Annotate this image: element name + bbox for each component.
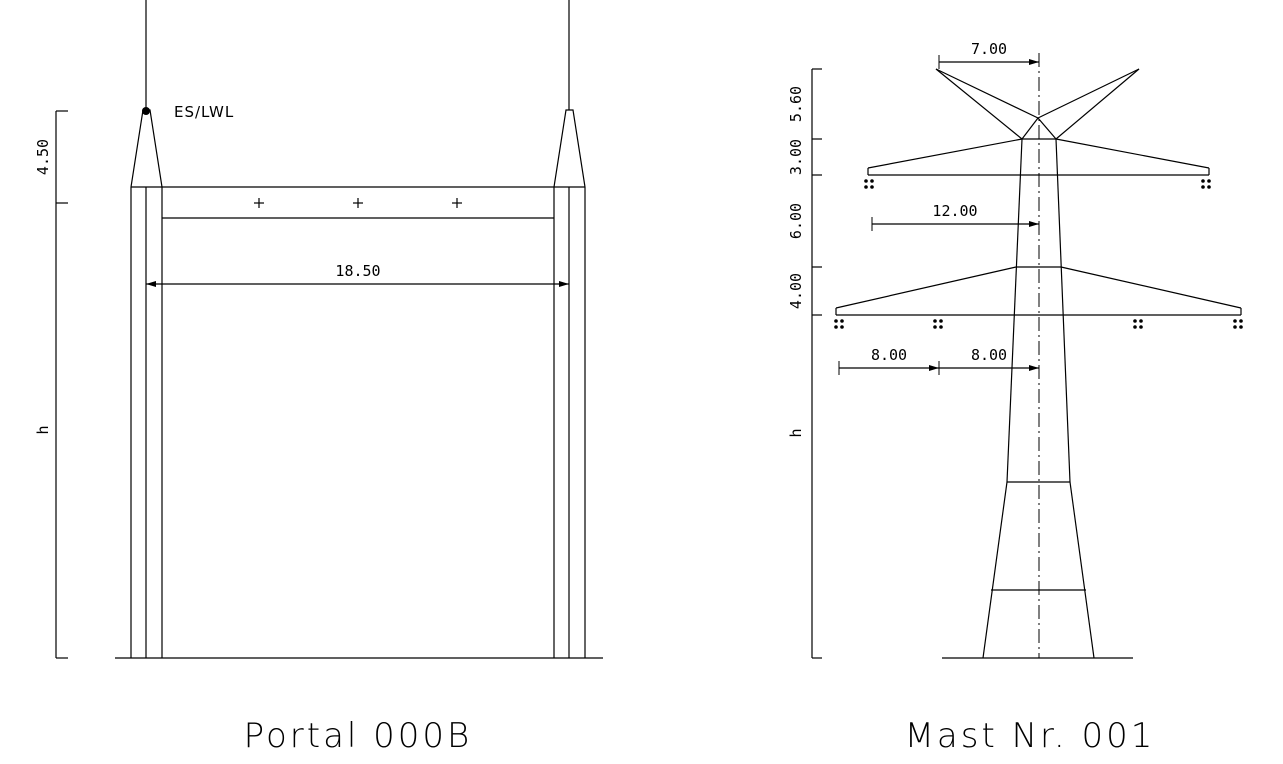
portal-insulator-marks: [254, 198, 462, 208]
mast-upper-arm-width: 12.00: [932, 202, 977, 220]
portal-earth-wire-label: ES/LWL: [174, 103, 234, 121]
portal-top-height: 4.50: [34, 139, 52, 175]
mast-top-peak: [936, 69, 1139, 139]
portal-title: Portal 000B: [244, 716, 473, 756]
portal-right-post-top: [554, 110, 585, 187]
portal-span-width: 18.50: [335, 262, 380, 280]
mast-drawing: 7.00 12.00 8.00 8.00 5.60 3.00 6.00 4.00…: [787, 40, 1243, 756]
portal-left-post-top: [131, 110, 162, 187]
mast-lower-arm-outer-width: 8.00: [871, 346, 907, 364]
mast-title: Mast Nr. 001: [905, 716, 1156, 756]
portal-width-arrow-right: [559, 281, 569, 287]
mast-level-top: 5.60: [787, 86, 805, 122]
mast-level-lower: 4.00: [787, 273, 805, 309]
mast-top-arm-arrow: [1029, 59, 1039, 65]
mast-lower-crossarm: [836, 267, 1241, 315]
mast-level-mid: 6.00: [787, 203, 805, 239]
mast-upper-crossarm: [868, 139, 1209, 175]
mast-conductor-marks: [834, 179, 1243, 329]
portal-drawing: ES/LWL 18.50 4.50 h Portal 000B: [34, 0, 603, 756]
mast-lower-arm-arrow-mid: [929, 365, 939, 371]
portal-width-arrow-left: [146, 281, 156, 287]
mast-level-upper: 3.00: [787, 139, 805, 175]
mast-height-label: h: [787, 428, 805, 437]
mast-lower-arm-inner-width: 8.00: [971, 346, 1007, 364]
mast-tower-body: [983, 139, 1094, 658]
portal-earth-wire-dot: [142, 107, 150, 115]
portal-height-label: h: [34, 425, 52, 434]
mast-upper-arm-arrow: [1029, 221, 1039, 227]
mast-top-arm-width: 7.00: [971, 40, 1007, 58]
mast-lower-arm-arrow-right: [1029, 365, 1039, 371]
